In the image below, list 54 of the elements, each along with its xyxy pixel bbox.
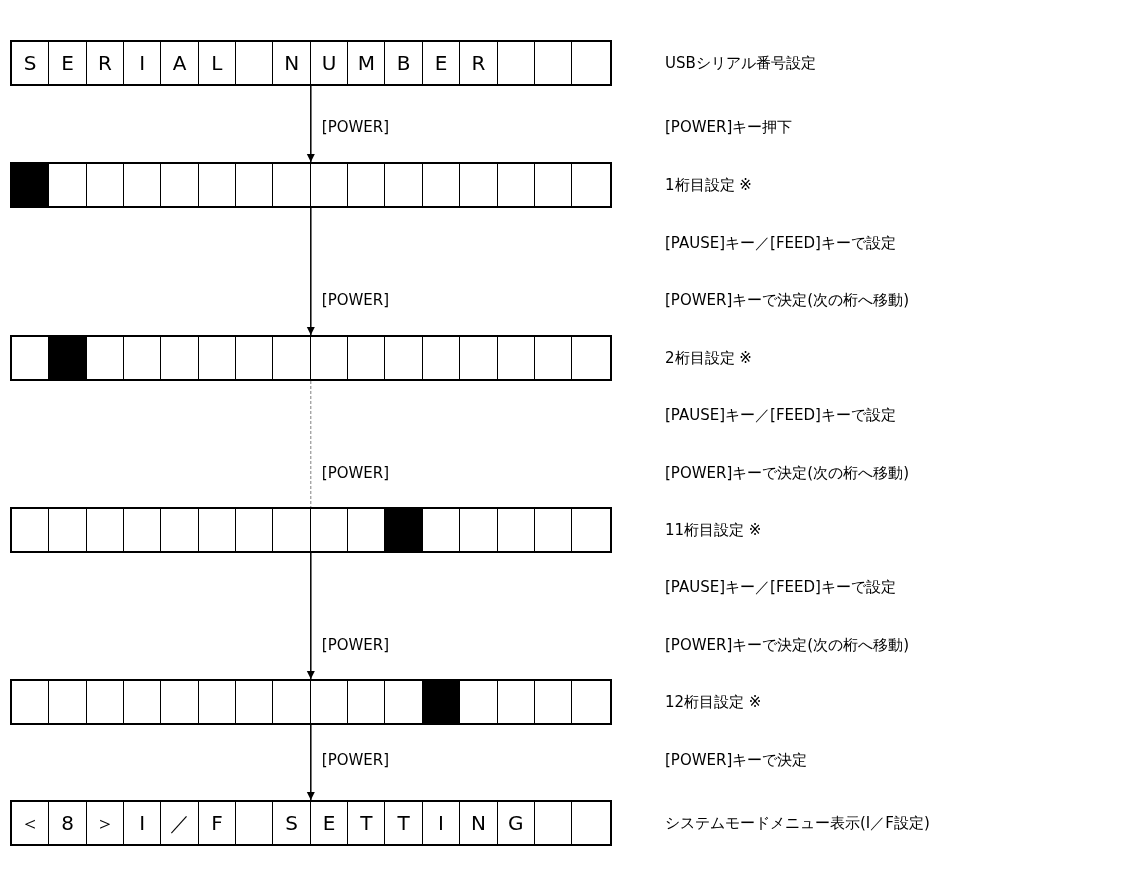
step-note: [POWER]キー押下 bbox=[665, 117, 793, 137]
lcd-display-row bbox=[10, 679, 612, 725]
display-character: ＜ bbox=[20, 809, 41, 837]
lcd-display-row bbox=[10, 40, 612, 86]
display-character: B bbox=[396, 51, 411, 75]
display-character: E bbox=[322, 811, 336, 835]
display-character: L bbox=[211, 51, 223, 75]
edge-label: [POWER] bbox=[321, 118, 390, 136]
display-character: E bbox=[434, 51, 448, 75]
step-description: 12桁目設定 ※ bbox=[665, 692, 762, 712]
display-character: S bbox=[285, 811, 298, 835]
arrow bbox=[306, 207, 315, 336]
display-character: R bbox=[471, 51, 486, 75]
display-character: I bbox=[438, 811, 444, 835]
step-note: [POWER]キーで決定(次の桁へ移動) bbox=[665, 635, 909, 655]
step-note: [POWER]キーで決定 bbox=[665, 750, 808, 770]
edge-label: [POWER] bbox=[321, 464, 390, 482]
step-description: 1桁目設定 ※ bbox=[665, 175, 752, 195]
display-character: M bbox=[357, 51, 375, 75]
display-character: T bbox=[360, 811, 373, 835]
edge-label: [POWER] bbox=[321, 291, 390, 309]
step-note: [POWER]キーで決定(次の桁へ移動) bbox=[665, 290, 909, 310]
display-character: N bbox=[284, 51, 300, 75]
display-character: ＞ bbox=[94, 809, 115, 837]
display-character: I bbox=[139, 51, 146, 75]
step-note: [PAUSE]キー／[FEED]キーで設定 bbox=[665, 405, 896, 425]
display-character: I bbox=[139, 811, 146, 835]
edge-label: [POWER] bbox=[321, 636, 390, 654]
lcd-display-row bbox=[10, 800, 612, 846]
display-character: F bbox=[211, 811, 223, 835]
display-character: G bbox=[507, 811, 524, 835]
display-character: U bbox=[321, 51, 337, 75]
display-character: R bbox=[97, 51, 112, 75]
step-description: システムモードメニュー表示(I／F設定) bbox=[665, 813, 930, 833]
display-character: E bbox=[61, 51, 74, 75]
arrow bbox=[306, 85, 315, 163]
display-character: S bbox=[23, 51, 37, 75]
step-note: [POWER]キーで決定(次の桁へ移動) bbox=[665, 463, 909, 483]
display-character: 8 bbox=[61, 811, 74, 835]
edge-label: [POWER] bbox=[321, 751, 390, 769]
step-description: USBシリアル番号設定 bbox=[665, 53, 816, 73]
display-character: T bbox=[397, 811, 410, 835]
lcd-display-row bbox=[10, 335, 612, 381]
display-character: A bbox=[172, 51, 187, 75]
arrow bbox=[306, 724, 315, 801]
lcd-display-row bbox=[10, 162, 612, 208]
display-character: ／ bbox=[169, 809, 190, 837]
step-note: [PAUSE]キー／[FEED]キーで設定 bbox=[665, 577, 896, 597]
step-note: [PAUSE]キー／[FEED]キーで設定 bbox=[665, 233, 896, 253]
step-description: 11桁目設定 ※ bbox=[665, 520, 762, 540]
arrow bbox=[306, 552, 315, 680]
lcd-display-row bbox=[10, 507, 612, 553]
display-character: N bbox=[470, 811, 486, 835]
step-description: 2桁目設定 ※ bbox=[665, 348, 752, 368]
